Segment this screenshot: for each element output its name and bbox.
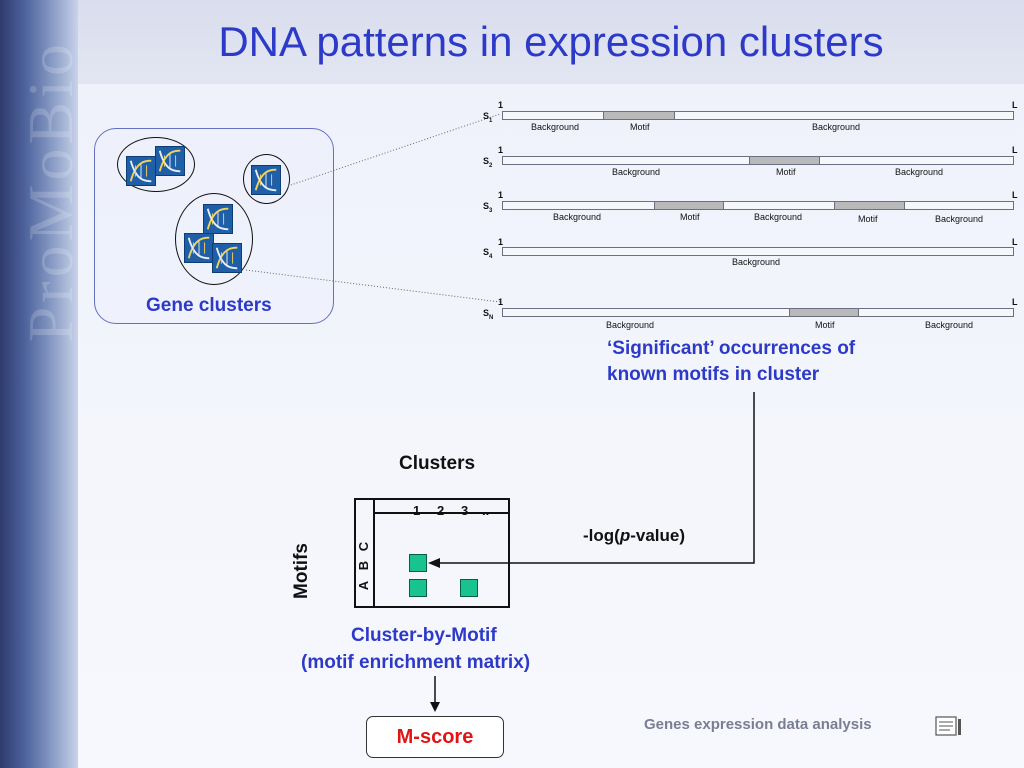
matrix-col-header: Clusters <box>399 453 476 474</box>
arrow-label: -log(p-value) <box>583 526 686 545</box>
seq-name: S2 <box>483 156 493 169</box>
seq-name: S3 <box>483 201 493 214</box>
motif-block <box>834 201 905 210</box>
row-label: A <box>356 580 372 591</box>
seq-start: 1 <box>498 145 504 155</box>
seq-start: 1 <box>498 297 504 307</box>
segment-label: Background <box>553 212 602 222</box>
motif-enrichment-matrix: 1 2 3 .. A B C <box>354 498 510 608</box>
segment-label: Motif <box>680 212 700 222</box>
m-score-box: M-score <box>366 716 504 758</box>
motif-block <box>654 201 724 210</box>
seq-end: L <box>1012 237 1018 247</box>
dna-icon <box>126 156 156 186</box>
seq-start: 1 <box>498 100 504 110</box>
sequence-bar <box>502 201 1014 210</box>
sequence-bar <box>502 308 1014 317</box>
col-label: 1 <box>413 503 421 518</box>
sequence-bar <box>502 247 1014 256</box>
motif-block <box>789 308 859 317</box>
seq-name: S1 <box>483 111 493 124</box>
seq-end: L <box>1012 190 1018 200</box>
seq-end: L <box>1012 297 1018 307</box>
cluster-oval <box>175 193 253 285</box>
seq-name: S4 <box>483 247 493 260</box>
seq-name: SN <box>483 308 494 321</box>
seq-end: L <box>1012 145 1018 155</box>
dna-icon <box>203 204 233 234</box>
segment-label: Background <box>754 212 803 222</box>
matrix-row-header: Motifs <box>291 543 312 599</box>
slide-title: DNA patterns in expression clusters <box>218 18 884 65</box>
matrix-divider <box>373 500 375 606</box>
segment-label: Motif <box>776 167 796 177</box>
seq-end: L <box>1012 100 1018 110</box>
footer-text: Genes expression data analysis <box>644 716 872 733</box>
matrix-cell <box>409 579 427 597</box>
segment-label: Background <box>612 167 661 177</box>
matrix-caption-2: (motif enrichment matrix) <box>301 652 531 673</box>
motif-block <box>603 111 675 120</box>
segment-label: Background <box>531 122 580 132</box>
col-label: 3 <box>461 503 469 518</box>
significant-line-1: ‘Significant’ occurrences of <box>607 338 856 359</box>
matrix-divider <box>373 512 508 514</box>
segment-label: Background <box>925 320 974 330</box>
dna-icon <box>212 243 242 273</box>
sidebar-watermark: ProMoBio <box>15 40 78 343</box>
segment-label: Motif <box>858 214 878 224</box>
segment-label: Background <box>935 214 984 224</box>
segment-label: Motif <box>815 320 835 330</box>
row-label: C <box>356 541 372 552</box>
motif-block <box>749 156 820 165</box>
cluster-oval <box>117 137 195 192</box>
seq-start: 1 <box>498 190 504 200</box>
seq-start: 1 <box>498 237 504 247</box>
dna-icon <box>251 165 281 195</box>
row-label: B <box>356 560 372 571</box>
gene-clusters-label: Gene clusters <box>146 295 272 316</box>
matrix-cell <box>460 579 478 597</box>
dna-icon <box>155 146 185 176</box>
matrix-cell <box>409 554 427 572</box>
sidebar-decoration: ProMoBio <box>0 0 78 768</box>
segment-label: Background <box>812 122 861 132</box>
col-label: 2 <box>437 503 445 518</box>
dna-icon <box>184 233 214 263</box>
segment-label: Background <box>732 257 781 267</box>
col-label: .. <box>482 503 490 518</box>
logo-icon <box>935 716 961 736</box>
sequence-bar <box>502 111 1014 120</box>
significant-line-2: known motifs in cluster <box>607 364 820 385</box>
segment-label: Background <box>606 320 655 330</box>
segment-label: Background <box>895 167 944 177</box>
matrix-caption-1: Cluster-by-Motif <box>351 625 497 646</box>
title-bar <box>78 0 1024 84</box>
segment-label: Motif <box>630 122 650 132</box>
